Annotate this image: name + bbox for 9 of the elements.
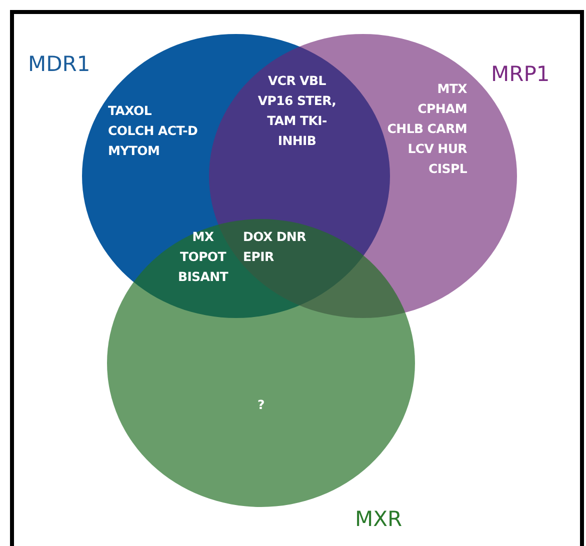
set-label: MDR1 <box>28 52 90 76</box>
drug-list: MTX CPHAM CHLB CARM LCV HUR CISPL <box>387 79 467 179</box>
drug-list: ? <box>253 395 269 415</box>
drug-list: MX TOPOT BISANT <box>170 227 236 287</box>
drug-list: VCR VBL VP16 STER, TAM TKI-INHIB <box>255 71 339 151</box>
drug-list: DOX DNR EPIR <box>243 227 313 267</box>
set-label: MRP1 <box>491 62 550 86</box>
set-label: MXR <box>355 507 402 531</box>
drug-list: TAXOL COLCH ACT-D MYTOM <box>108 101 198 161</box>
